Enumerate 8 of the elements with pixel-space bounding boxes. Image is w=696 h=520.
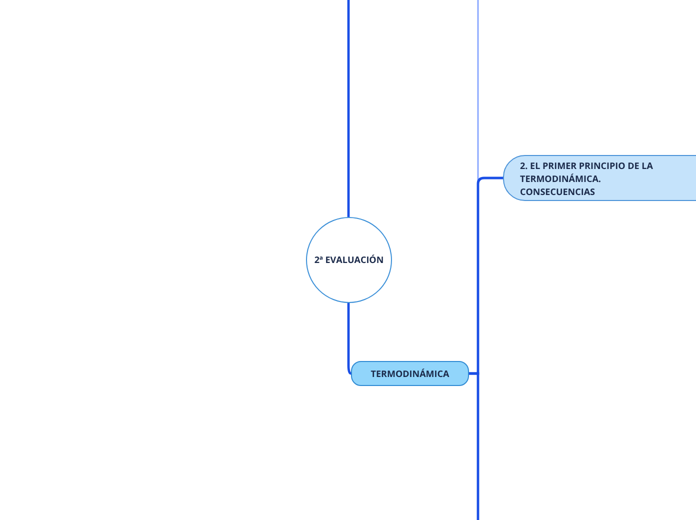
topic-label: TERMODINÁMICA — [370, 366, 450, 380]
topic-label: 2. EL PRIMER PRINCIPIO DE LA TERMODINÁMICA. CONSECUENCIAS — [520, 158, 654, 198]
connector-line — [347, 303, 352, 375]
connector-line — [347, 0, 350, 217]
topic-box — [351, 361, 469, 386]
connector-line — [469, 372, 480, 520]
subtopic-box — [503, 155, 696, 201]
topic-label: 2ª EVALUACIÓN — [314, 253, 384, 267]
